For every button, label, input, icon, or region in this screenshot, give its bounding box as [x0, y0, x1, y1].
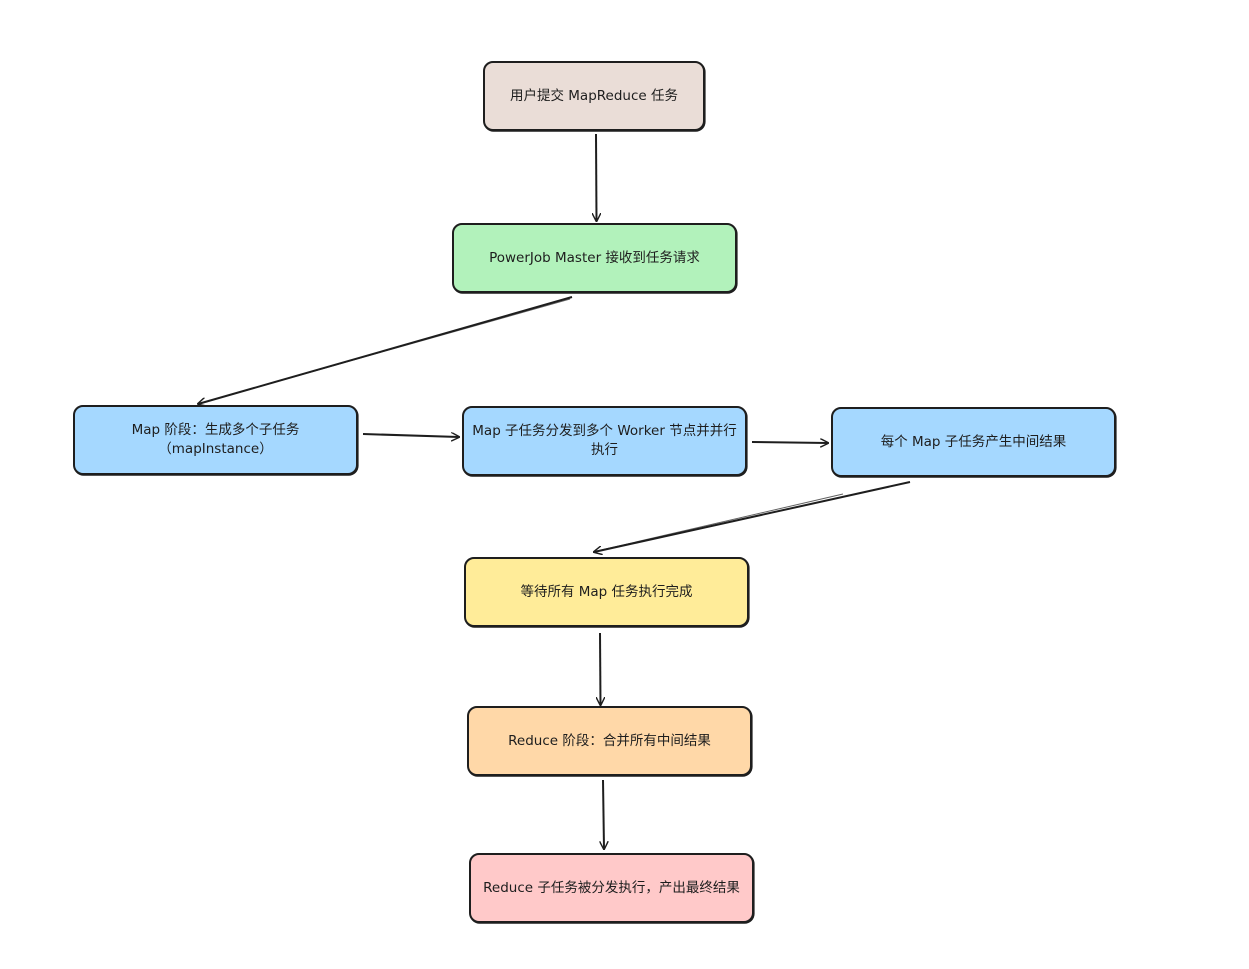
arrow-dispatch-to-inter	[751, 442, 828, 443]
node-map-dispatch[interactable]: Map 子任务分发到多个 Worker 节点并并行 执行	[462, 406, 747, 476]
node-map-phase-label-line1: Map 阶段：生成多个子任务	[131, 422, 300, 438]
arrow-master-to-map	[198, 296, 573, 404]
node-map-phase-label-line2: （mapInstance）	[158, 441, 273, 457]
node-map-dispatch-label-line2: 执行	[591, 442, 618, 458]
node-submit-task-label: 用户提交 MapReduce 任务	[509, 87, 678, 104]
node-map-dispatch-label-line1: Map 子任务分发到多个 Worker 节点并并行	[472, 423, 737, 439]
arrow-map-to-dispatch	[362, 434, 459, 437]
node-wait-map-complete-label: 等待所有 Map 任务执行完成	[520, 583, 693, 600]
arrow-inter-to-wait-sketch	[596, 493, 844, 552]
node-reduce-phase[interactable]: Reduce 阶段：合并所有中间结果	[467, 706, 752, 776]
node-final-result-label: Reduce 子任务被分发执行，产出最终结果	[483, 879, 740, 896]
node-final-result[interactable]: Reduce 子任务被分发执行，产出最终结果	[469, 853, 754, 923]
node-map-phase[interactable]: Map 阶段：生成多个子任务 （mapInstance）	[73, 405, 358, 475]
arrow-submit-to-master	[596, 133, 597, 221]
node-submit-task[interactable]: 用户提交 MapReduce 任务	[483, 61, 705, 131]
node-master-receive-label: PowerJob Master 接收到任务请求	[489, 249, 700, 266]
node-master-receive[interactable]: PowerJob Master 接收到任务请求	[452, 223, 737, 293]
arrow-reduce-to-final	[603, 779, 604, 849]
node-reduce-phase-label: Reduce 阶段：合并所有中间结果	[508, 732, 711, 749]
arrow-wait-to-reduce	[600, 632, 601, 705]
arrow-inter-to-wait	[594, 481, 911, 552]
node-wait-map-complete[interactable]: 等待所有 Map 任务执行完成	[464, 557, 749, 627]
arrow-master-to-map-sketch	[200, 298, 571, 404]
node-intermediate-results[interactable]: 每个 Map 子任务产生中间结果	[831, 407, 1116, 477]
node-intermediate-results-label: 每个 Map 子任务产生中间结果	[880, 433, 1067, 450]
